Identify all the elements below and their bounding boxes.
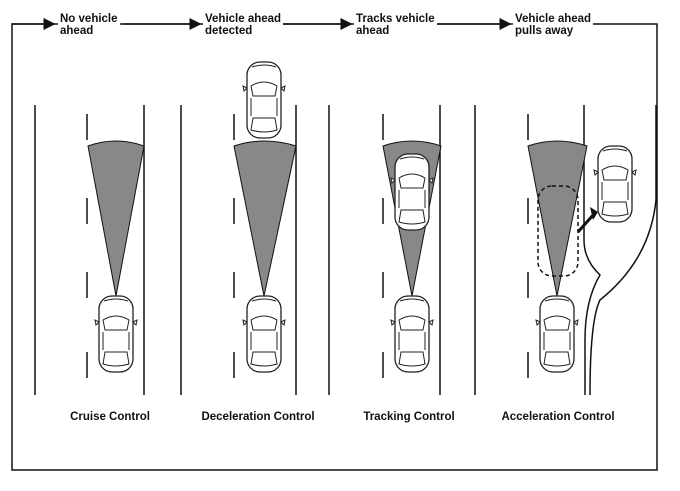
own-car: [94, 295, 138, 373]
step-label-pulls-away: Vehicle ahead pulls away: [513, 13, 594, 37]
step-label-tracks-vehicle: Tracks vehicle ahead: [354, 13, 437, 37]
panel-cruise: [34, 105, 145, 395]
step-label-no-vehicle: No vehicle ahead: [58, 13, 120, 37]
mode-label-tracking: Tracking Control: [363, 411, 455, 423]
radar-beam: [87, 140, 145, 297]
timeline-frame: [11, 23, 658, 471]
mode-label-acceleration: Acceleration Control: [501, 411, 615, 423]
departing-car: [593, 145, 637, 223]
panel-tracking: [328, 105, 442, 395]
mode-label-cruise: Cruise Control: [70, 411, 150, 423]
radar-beam: [233, 140, 297, 297]
own-car: [535, 295, 579, 373]
pull-away-arrow: [576, 213, 596, 233]
panel-acceleration: [474, 105, 657, 396]
own-car: [390, 295, 434, 373]
step-label-vehicle-detected: Vehicle ahead detected: [203, 13, 284, 37]
own-car: [242, 295, 286, 373]
lead-car: [390, 153, 434, 231]
radar-beam: [527, 140, 588, 297]
panel-deceleration: [180, 61, 297, 395]
lead-car: [242, 61, 286, 139]
road-edge-right: [583, 105, 601, 395]
exit-lane-edge: [589, 105, 657, 396]
mode-label-deceleration: Deceleration Control: [201, 411, 315, 423]
